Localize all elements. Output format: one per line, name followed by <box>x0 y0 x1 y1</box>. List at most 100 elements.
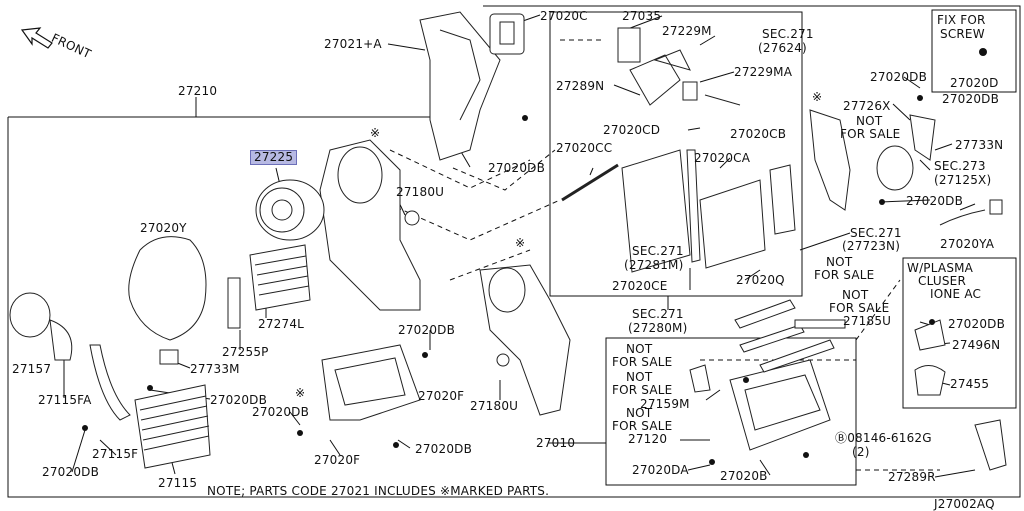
part-label[interactable]: 27020DB <box>942 92 1000 106</box>
not-for-sale: FOR SALE <box>612 383 673 397</box>
part-label[interactable]: 27020Q <box>736 273 785 287</box>
part-label[interactable]: 27020DB <box>488 161 546 175</box>
plasma-title-1: W/PLASMA <box>907 261 974 275</box>
bolt-ref[interactable]: Ⓑ08146-6162G <box>835 431 932 445</box>
not-for-sale: NOT <box>626 370 653 384</box>
blower-motor-part <box>255 179 325 241</box>
part-label[interactable]: 27157 <box>12 362 52 376</box>
section-ref[interactable]: SEC.271 <box>762 27 814 41</box>
not-for-sale: NOT <box>626 342 653 356</box>
not-for-sale: FOR SALE <box>612 355 673 369</box>
section-ref[interactable]: (27723N) <box>842 239 901 253</box>
part-label[interactable]: 27010 <box>536 436 576 450</box>
part-label[interactable]: 27020DB <box>398 323 456 337</box>
cabin-filter-part <box>621 149 691 273</box>
section-ref[interactable]: (27125X) <box>934 173 992 187</box>
fix-screw-part: 27020D <box>950 76 999 90</box>
part-label[interactable]: 27020CC <box>556 141 613 155</box>
part-label[interactable]: 27455 <box>950 377 990 391</box>
part-label[interactable]: 27020CB <box>730 127 787 141</box>
section-ref[interactable]: (27280M) <box>628 321 688 335</box>
part-label[interactable]: 27020CA <box>694 151 751 165</box>
part-label[interactable]: 27229M <box>662 24 712 38</box>
not-for-sale: FOR SALE <box>612 419 673 433</box>
part-label[interactable]: 27496N <box>952 338 1001 352</box>
part-label[interactable]: 27255P <box>222 345 269 359</box>
plasma-title-2: CLUSER <box>918 274 966 288</box>
fix-screw-title-2: SCREW <box>940 27 985 41</box>
part-label[interactable]: 27020B <box>720 469 768 483</box>
part-label[interactable]: 27020DA <box>632 463 689 477</box>
mark-icon: ※ <box>515 236 525 250</box>
upper-duct-part <box>419 11 501 161</box>
part-label[interactable]: 27020C <box>540 9 588 23</box>
part-label[interactable]: 27020DB <box>210 393 268 407</box>
part-label[interactable]: 27185U <box>843 314 892 328</box>
lower-case-part <box>321 344 421 421</box>
mark-icon: ※ <box>812 90 822 104</box>
part-label[interactable]: 27115 <box>158 476 198 490</box>
main-frame <box>7 116 600 498</box>
section-ref[interactable]: SEC.271 <box>632 244 684 258</box>
part-label[interactable]: 27180U <box>470 399 519 413</box>
part-label[interactable]: 27274L <box>258 317 305 331</box>
harness-part <box>128 236 207 341</box>
part-label[interactable]: 27020CE <box>612 279 668 293</box>
part-label[interactable]: 27020DB <box>42 465 100 479</box>
part-label[interactable]: 27733M <box>190 362 240 376</box>
diagram-code: J27002AQ <box>934 497 995 511</box>
part-label[interactable]: 27159M <box>640 397 690 411</box>
mid-duct-part <box>479 264 571 416</box>
part-label[interactable]: 27020DB <box>415 442 473 456</box>
part-label[interactable]: 27726X <box>843 99 891 113</box>
pipe-part <box>89 344 131 421</box>
not-for-sale: NOT <box>626 406 653 420</box>
part-label[interactable]: 27115FA <box>38 393 92 407</box>
not-for-sale: FOR SALE <box>829 301 890 315</box>
part-label[interactable]: 27020F <box>418 389 465 403</box>
right-frame <box>483 5 1021 498</box>
heater-core-part <box>134 384 211 469</box>
part-label[interactable]: 27020YA <box>940 237 995 251</box>
part-label[interactable]: 27020F <box>314 453 361 467</box>
part-label[interactable]: 27021+A <box>324 37 382 51</box>
part-label[interactable]: 27020DB <box>252 405 310 419</box>
part-label[interactable]: 27289R <box>888 470 936 484</box>
part-label[interactable]: 27020CD <box>603 123 661 137</box>
not-for-sale: NOT <box>856 114 883 128</box>
round-cap-part <box>9 292 51 338</box>
plasma-unit-part <box>729 359 831 451</box>
section-ref[interactable]: SEC.271 <box>850 226 902 240</box>
part-label[interactable]: 27020DB <box>906 194 964 208</box>
fix-screw-title-1: FIX FOR <box>937 13 986 27</box>
part-label[interactable]: 27733N <box>955 138 1004 152</box>
part-label[interactable]: 27289N <box>556 79 605 93</box>
section-ref[interactable]: (27281M) <box>624 258 684 272</box>
section-ref[interactable]: SEC.271 <box>632 307 684 321</box>
section-ref[interactable]: SEC.273 <box>934 159 986 173</box>
mark-icon: ※ <box>295 386 305 400</box>
fix-screw-box <box>931 9 1017 93</box>
part-label[interactable]: 27120 <box>628 432 668 446</box>
bracket-part <box>227 277 241 329</box>
section-ref[interactable]: (27624) <box>758 41 807 55</box>
part-label[interactable]: 27115F <box>92 447 139 461</box>
blower-housing-part <box>319 139 421 311</box>
part-label[interactable]: 27180U <box>396 185 445 199</box>
plasma-box <box>902 257 1017 409</box>
not-for-sale: NOT <box>842 288 869 302</box>
front-arrow-icon <box>20 27 53 49</box>
diagram-note: NOTE; PARTS CODE 27021 INCLUDES ※MARKED … <box>207 484 550 498</box>
bolt-qty: (2) <box>852 445 870 459</box>
part-label-highlighted[interactable]: 27225 <box>250 150 298 165</box>
part-label[interactable]: 27210 <box>178 84 218 98</box>
not-for-sale: NOT <box>826 255 853 269</box>
part-label[interactable]: 27229MA <box>734 65 793 79</box>
plasma-title-3: IONE AC <box>930 287 982 301</box>
part-label[interactable]: 27020Y <box>140 221 187 235</box>
not-for-sale: FOR SALE <box>814 268 875 282</box>
part-label[interactable]: 27020DB <box>948 317 1006 331</box>
part-label[interactable]: 27020DB <box>870 70 928 84</box>
part-label[interactable]: 27035 <box>622 9 662 23</box>
